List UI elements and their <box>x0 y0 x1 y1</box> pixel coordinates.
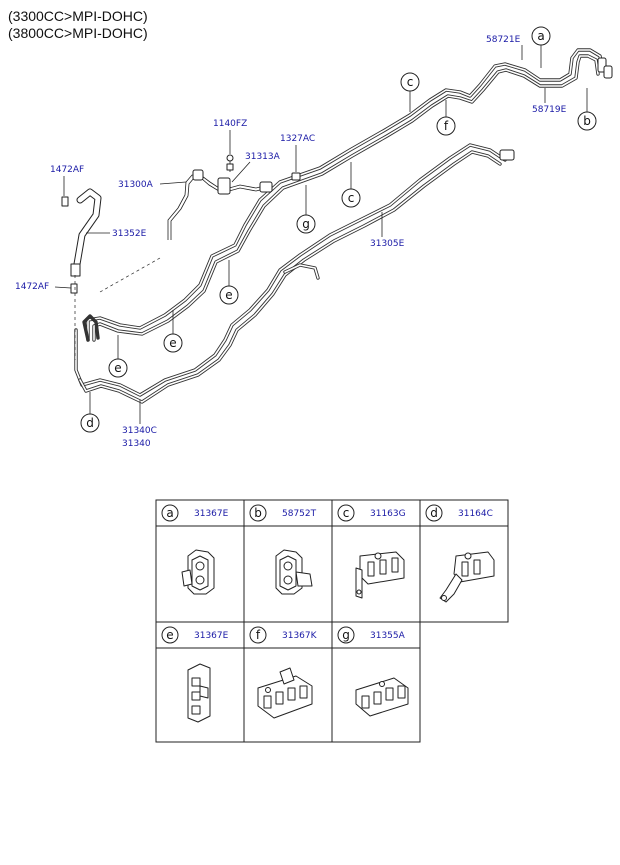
callout-circle-a <box>531 26 551 46</box>
legend-letter-g: g <box>342 628 350 642</box>
callout-circle-c-lower <box>341 188 361 208</box>
callout-circle-f <box>436 116 456 136</box>
legend-circle-d <box>425 504 443 522</box>
bolt-1140FZ <box>226 154 234 172</box>
tube-hook-end <box>82 314 100 342</box>
tube-end-fitting-2 <box>603 65 613 79</box>
clip-illustration-31367K <box>257 667 313 719</box>
fuel-tube-lower <box>74 143 515 404</box>
legend-letter-b: b <box>254 506 262 520</box>
label-31340C: 31340C <box>122 426 157 436</box>
callout-letter-d-diagram: d <box>86 416 94 430</box>
legend-cell-c: c 31163G <box>337 504 406 522</box>
legend-part-f: 31367K <box>282 631 318 641</box>
clip-legend-table <box>155 499 509 743</box>
legend-cell-b: b 58752T <box>249 504 317 522</box>
legend-circle-f <box>249 626 267 644</box>
label-31300A: 31300A <box>118 180 154 190</box>
legend-part-d: 31164C <box>458 509 493 519</box>
callout-circle-e-2 <box>163 333 183 353</box>
hose-clamp <box>70 263 81 277</box>
purge-valve-31313A <box>217 177 231 195</box>
label-1472AF-top: 1472AF <box>50 165 84 175</box>
legend-circle-c <box>337 504 355 522</box>
clip-illustration-31367E-vertical <box>187 663 211 723</box>
legend-cell-d: d 31164C <box>425 504 493 522</box>
callout-circle-e-1 <box>219 285 239 305</box>
callout-letter-c-upper: c <box>407 75 414 89</box>
callout-letter-e-1: e <box>225 288 232 302</box>
dashed-guide-2 <box>99 257 161 293</box>
legend-letter-d: d <box>430 506 438 520</box>
callout-circle-c-upper <box>400 72 420 92</box>
legend-part-g: 31355A <box>370 631 406 641</box>
label-31313A: 31313A <box>245 152 281 162</box>
legend-letter-c: c <box>343 506 350 520</box>
label-1472AF-left: 1472AF <box>15 282 49 292</box>
callout-letter-e-2: e <box>169 336 176 350</box>
legend-part-b: 58752T <box>282 509 317 519</box>
nut-1327AC <box>291 172 301 181</box>
canister-line-31300A <box>167 169 273 240</box>
callout-letter-b-diagram: b <box>583 114 591 128</box>
label-1140FZ: 1140FZ <box>213 119 247 129</box>
label-31305E: 31305E <box>370 239 405 249</box>
callout-letter-a: a <box>537 29 544 43</box>
engine-spec-line-2: (3800CC>MPI-DOHC) <box>8 25 148 41</box>
callout-circle-b <box>577 111 597 131</box>
legend-part-c: 31163G <box>370 509 406 519</box>
tube-end-fitting-3 <box>499 149 515 161</box>
label-31340: 31340 <box>122 439 151 449</box>
clip-1472AF-left <box>70 283 78 294</box>
clip-illustration-58752T <box>275 549 313 595</box>
legend-cell-g: g 31355A <box>337 626 406 644</box>
legend-letter-a: a <box>166 506 173 520</box>
legend-cell-a: a 31367E <box>161 504 229 522</box>
legend-cell-e: e 31367E <box>161 626 229 644</box>
clip-illustration-31163G <box>355 551 405 599</box>
callout-circle-g <box>296 214 316 234</box>
clip-illustration-31355A <box>355 677 409 717</box>
legend-letter-e: e <box>166 628 173 642</box>
label-58721E: 58721E <box>486 35 521 45</box>
callout-letter-e-3: e <box>114 361 121 375</box>
fuel-tube-upper <box>86 48 613 342</box>
legend-part-a: 31367E <box>194 509 229 519</box>
legend-circle-e <box>161 626 179 644</box>
clip-illustration-31164C <box>439 551 495 603</box>
label-1327AC: 1327AC <box>280 134 315 144</box>
legend-letter-f: f <box>256 628 261 642</box>
callout-letter-c-lower: c <box>348 191 355 205</box>
callout-letter-f-diagram: f <box>444 119 449 133</box>
label-58719E: 58719E <box>532 105 567 115</box>
callout-circle-e-3 <box>108 358 128 378</box>
engine-spec-line-1: (3300CC>MPI-DOHC) <box>8 8 148 24</box>
line-connector-2 <box>259 181 273 193</box>
legend-cell-f: f 31367K <box>249 626 318 644</box>
legend-circle-b <box>249 504 267 522</box>
line-connector-1 <box>192 169 204 181</box>
legend-circle-g <box>337 626 355 644</box>
legend-part-e: 31367E <box>194 631 229 641</box>
legend-circle-a <box>161 504 179 522</box>
clip-1472AF-top <box>61 196 69 207</box>
clip-illustration-31367E <box>181 549 215 595</box>
callout-circle-d <box>80 413 100 433</box>
label-31352E: 31352E <box>112 229 147 239</box>
vapor-hose-31352E <box>70 188 102 277</box>
callout-letter-g-diagram: g <box>302 217 310 231</box>
